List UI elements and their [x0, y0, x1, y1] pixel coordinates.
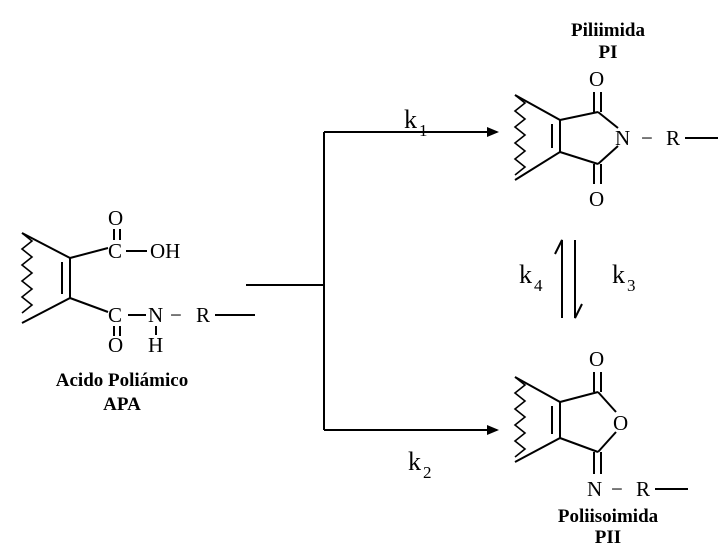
k1-sub: 1 [419, 121, 428, 140]
apa-dash: − [170, 303, 182, 327]
apa-r: R [196, 303, 210, 327]
pii-o-bottom [597, 431, 617, 453]
apa-name: Acido Poliámico [56, 370, 188, 391]
pii-r: R [636, 477, 650, 501]
k2-label: k 2 [408, 447, 432, 482]
pii-o-carbonyl: O [589, 347, 604, 371]
pii-ring [514, 376, 561, 463]
apa-o-bottom: O [108, 333, 123, 357]
pi-ring [514, 94, 561, 181]
equilibrium-up-arrow [554, 239, 563, 318]
pi-bond-bottom [559, 151, 599, 165]
k2-base: k [408, 447, 421, 476]
pi-abbr: PI [599, 42, 618, 63]
apa-c-top: C [108, 239, 122, 263]
apa-o-top: O [108, 206, 123, 230]
k3-base: k [612, 260, 625, 289]
pi-wavy-bond [513, 94, 527, 176]
k3-label: k 3 [612, 260, 636, 295]
pi-dash: − [641, 126, 653, 150]
pi-o-top: O [589, 67, 604, 91]
apa-ring [21, 232, 71, 324]
k1-base: k [404, 105, 417, 134]
reaction-arrows [246, 127, 583, 435]
pii-abbr: PII [595, 527, 621, 545]
pii-n: N [587, 477, 602, 501]
apa-h: H [148, 333, 163, 357]
k4-label: k 4 [519, 260, 543, 295]
apa-bond-c1 [69, 247, 109, 259]
apa-bond-c2 [69, 297, 109, 313]
pi-bond-top [559, 111, 599, 121]
pii-bond-top [559, 391, 599, 403]
apa-n: N [148, 303, 163, 327]
pi-n-top [597, 111, 619, 129]
pii-o-top [597, 391, 617, 413]
pii-bond-bottom [559, 437, 599, 453]
apa-abbr: APA [103, 394, 141, 415]
pi-n: N [615, 126, 630, 150]
pi-r: R [666, 126, 680, 150]
k1-label: k 1 [404, 105, 428, 140]
pii-structure: O O N − R [513, 347, 688, 501]
apa-c-bottom: C [108, 303, 122, 327]
pi-structure: O O N − R [513, 67, 718, 211]
pi-o-bottom: O [589, 187, 604, 211]
apa-oh: OH [150, 239, 180, 263]
apa-structure: O C OH C O N H − R [20, 206, 255, 357]
equilibrium-down-arrow [574, 240, 583, 319]
k4-base: k [519, 260, 532, 289]
k3-sub: 3 [627, 276, 636, 295]
pi-n-bottom [597, 145, 619, 165]
pii-name: Poliisoimida [558, 506, 659, 527]
apa-wavy-bond [20, 232, 34, 314]
k4-sub: 4 [534, 276, 543, 295]
k2-sub: 2 [423, 463, 432, 482]
pii-o-ring: O [613, 411, 628, 435]
pii-wavy-bond [513, 376, 527, 458]
pi-name: Piliimida [571, 20, 645, 41]
pii-dash: − [611, 477, 623, 501]
